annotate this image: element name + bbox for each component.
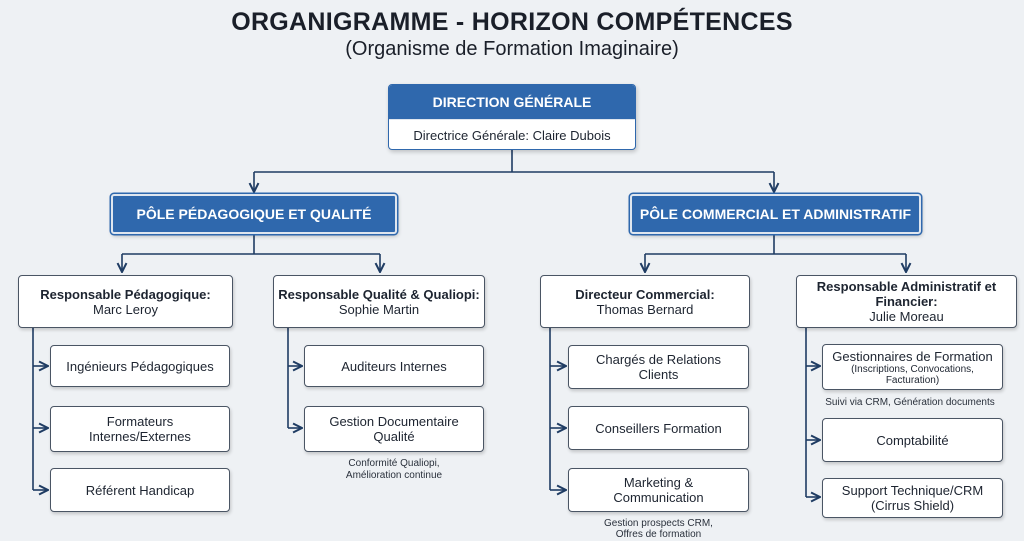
team-label: Support Technique/CRM [841, 483, 984, 498]
team-label-2: Qualité [373, 429, 415, 444]
team-label: Auditeurs Internes [341, 358, 447, 374]
note-line-2: Amélioration continue [345, 470, 443, 481]
team-conseillers-formation: Conseillers Formation [568, 406, 749, 450]
manager-administratif-role-2: Financier: [875, 294, 938, 309]
team-label-2: (Cirrus Shield) [870, 498, 955, 513]
team-label: Conseillers Formation [595, 420, 722, 436]
manager-pedagogique-name: Marc Leroy [92, 301, 159, 317]
team-label: Gestion Documentaire [329, 414, 459, 429]
team-label: Formateurs [106, 414, 174, 429]
pole-pedagogique-box: PÔLE PÉDAGOGIQUE ET QUALITÉ [111, 194, 397, 234]
manager-qualite-box: Responsable Qualité & Qualiopi: Sophie M… [273, 275, 485, 328]
chart-title: ORGANIGRAMME - HORIZON COMPÉTENCES [231, 8, 793, 36]
team-label-2: (Inscriptions, Convocations, [851, 363, 974, 375]
manager-qualite-role: Responsable Qualité & Qualiopi: [278, 286, 480, 302]
team-gestion-documentaire: Gestion Documentaire Qualité [304, 406, 484, 452]
team-label: Gestionnaires de Formation [832, 348, 993, 364]
team-charges-relations-clients: Chargés de Relations Clients [568, 345, 749, 389]
manager-administratif-name: Julie Moreau [869, 309, 944, 324]
manager-qualite-name: Sophie Martin [338, 301, 420, 317]
team-label: Ingénieurs Pédagogiques [66, 358, 214, 374]
note-line-2: Offres de formation [615, 529, 702, 540]
direction-generale-box: DIRECTION GÉNÉRALE Directrice Générale: … [388, 84, 636, 150]
team-marketing-communication: Marketing & Communication [568, 468, 749, 512]
manager-commercial-role: Directeur Commercial: [575, 286, 715, 302]
team-label-2: Clients [638, 367, 679, 382]
direction-generale-label: DIRECTION GÉNÉRALE [389, 85, 635, 120]
note-line-1: Conformité Qualiopi, [348, 458, 440, 469]
note-qualite: Conformité Qualiopi, Amélioration contin… [304, 458, 484, 482]
manager-commercial-box: Directeur Commercial: Thomas Bernard [540, 275, 750, 328]
chart-subtitle: (Organisme de Formation Imaginaire) [345, 38, 679, 60]
manager-pedagogique-role: Responsable Pédagogique: [40, 286, 211, 302]
manager-pedagogique-box: Responsable Pédagogique: Marc Leroy [18, 275, 233, 328]
team-label-2: Internes/Externes [89, 429, 191, 444]
team-label: Référent Handicap [85, 482, 195, 498]
team-label-3: Facturation) [885, 374, 940, 386]
team-ingenieurs-pedagogiques: Ingénieurs Pédagogiques [50, 345, 230, 387]
team-label-2: Communication [613, 490, 704, 505]
team-support-technique-crm: Support Technique/CRM (Cirrus Shield) [822, 478, 1003, 518]
direction-generale-person: Directrice Générale: Claire Dubois [413, 127, 611, 143]
team-formateurs: Formateurs Internes/Externes [50, 406, 230, 452]
pole-commercial-box: PÔLE COMMERCIAL ET ADMINISTRATIF [630, 194, 921, 234]
manager-commercial-name: Thomas Bernard [596, 301, 694, 317]
manager-administratif-role-1: Responsable Administratif et [816, 279, 997, 294]
team-referent-handicap: Référent Handicap [50, 468, 230, 512]
team-gestionnaires-formation: Gestionnaires de Formation (Inscriptions… [822, 344, 1003, 390]
team-auditeurs-internes: Auditeurs Internes [304, 345, 484, 387]
team-label: Chargés de Relations [595, 352, 722, 367]
team-label: Marketing & [623, 475, 694, 490]
team-label: Comptabilité [876, 432, 949, 448]
team-comptabilite: Comptabilité [822, 418, 1003, 462]
note-commercial: Gestion prospects CRM, Offres de formati… [568, 518, 749, 540]
note-line-1: Gestion prospects CRM, [604, 518, 713, 529]
manager-administratif-box: Responsable Administratif et Financier: … [796, 275, 1017, 328]
note-administratif: Suivi via CRM, Génération documents [825, 397, 995, 408]
